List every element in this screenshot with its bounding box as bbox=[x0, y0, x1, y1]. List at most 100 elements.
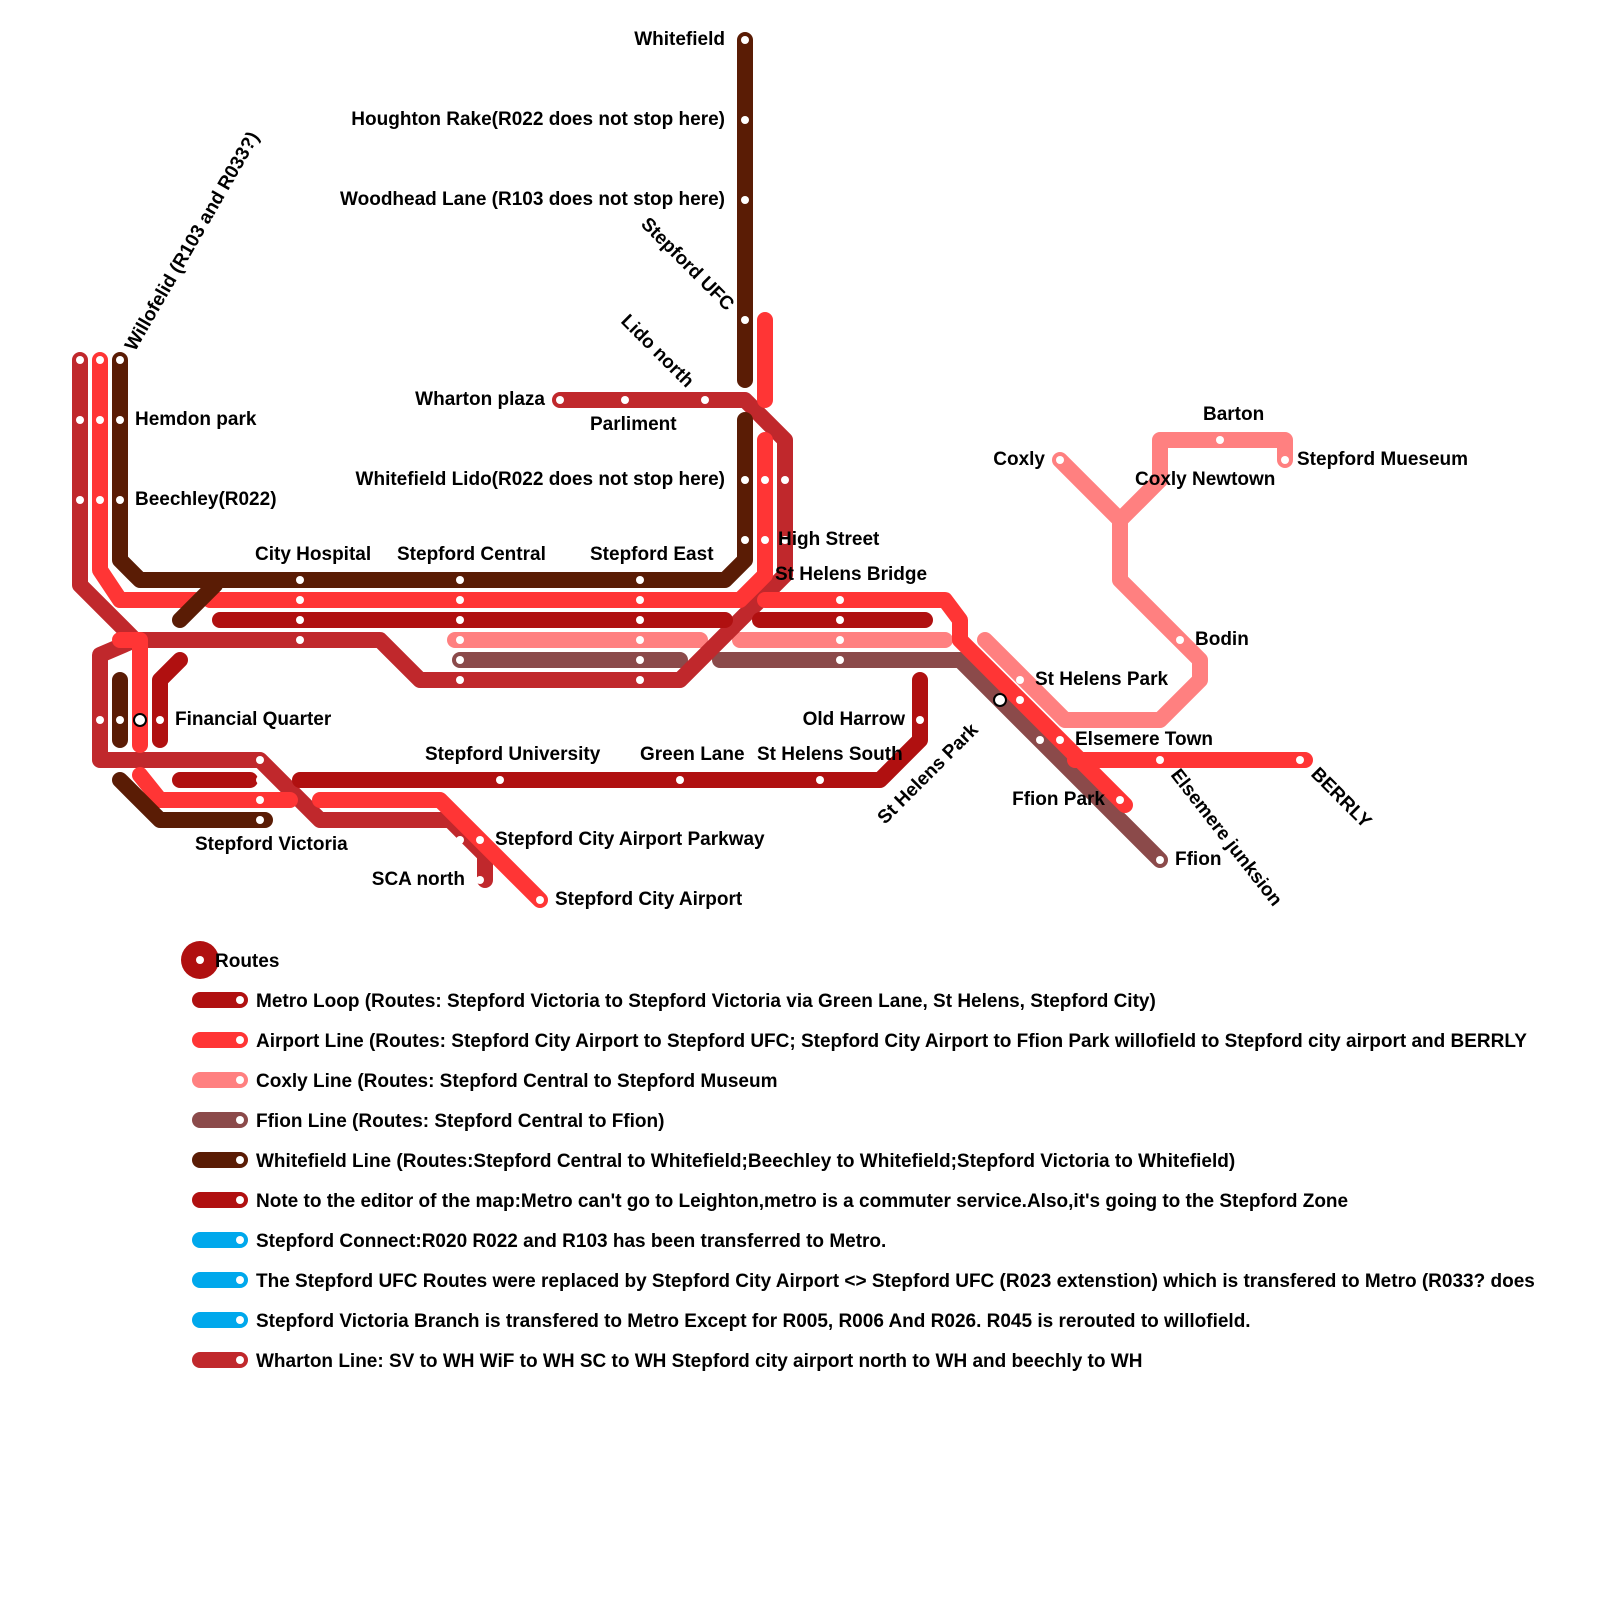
stop-st-helens-bridge[interactable] bbox=[836, 596, 844, 604]
label-stepford-ufc: Stepford UFC bbox=[636, 214, 738, 316]
stop-stepford-victoria-2[interactable] bbox=[256, 776, 264, 784]
stop-willofelid[interactable] bbox=[76, 356, 84, 364]
stop-beechley-3[interactable] bbox=[116, 496, 124, 504]
label-parliment: Parliment bbox=[590, 414, 677, 435]
stop-stepford-museum[interactable] bbox=[1281, 456, 1289, 464]
stop-stepford-ufc[interactable] bbox=[741, 316, 749, 324]
stop-high-street-2[interactable] bbox=[761, 536, 769, 544]
label-high-street: High Street bbox=[778, 529, 880, 550]
airport-line bbox=[92, 312, 773, 608]
stop-wharton-plaza[interactable] bbox=[556, 396, 564, 404]
label-willofelid: Willofelid (R103 and R033?) bbox=[121, 128, 264, 354]
stop-whitefield-lido[interactable] bbox=[741, 476, 749, 484]
stop-elsemere-junksion[interactable] bbox=[1156, 756, 1164, 764]
stop-beechley[interactable] bbox=[76, 496, 84, 504]
stop-parliment[interactable] bbox=[621, 396, 629, 404]
legend-label: Coxly Line (Routes: Stepford Central to … bbox=[256, 1071, 777, 1092]
stop-st-helens-park-interchange[interactable] bbox=[993, 693, 1007, 707]
label-whitefield: Whitefield bbox=[634, 29, 725, 50]
stop-city-hospital-2[interactable] bbox=[296, 596, 304, 604]
stop-willofelid-2[interactable] bbox=[96, 356, 104, 364]
stop-beechley-2[interactable] bbox=[96, 496, 104, 504]
label-bodin: Bodin bbox=[1195, 629, 1249, 650]
label-woodhead-lane: Woodhead Lane (R103 does not stop here) bbox=[340, 189, 725, 210]
stop-financial-quarter-interchange[interactable] bbox=[133, 713, 147, 727]
label-ffion: Ffion bbox=[1175, 849, 1221, 870]
stop-elsemere-town[interactable] bbox=[1056, 736, 1064, 744]
legend-swatch-dot bbox=[236, 1116, 244, 1124]
stop-stepford-city-airport-parkway-2[interactable] bbox=[476, 836, 484, 844]
stop-stepford-city-airport[interactable] bbox=[536, 896, 544, 904]
stop-stepford-central-2[interactable] bbox=[456, 596, 464, 604]
legend-swatch-dot bbox=[236, 1076, 244, 1084]
label-hemdon-park: Hemdon park bbox=[135, 409, 257, 430]
stop-berrly[interactable] bbox=[1296, 756, 1304, 764]
whitefield-line-spur bbox=[172, 577, 223, 628]
legend-row: Whitefield Line (Routes:Stepford Central… bbox=[192, 1151, 1235, 1172]
stop-ffion-park[interactable] bbox=[1116, 796, 1124, 804]
stop-stepford-central-3[interactable] bbox=[456, 616, 464, 624]
label-green-lane: Green Lane bbox=[640, 744, 745, 765]
legend-swatch-dot bbox=[236, 1316, 244, 1324]
label-beechley: Beechley(R022) bbox=[135, 489, 277, 510]
stop-st-helens-bridge-2[interactable] bbox=[836, 616, 844, 624]
stop-stepford-victoria-3[interactable] bbox=[256, 796, 264, 804]
stop-st-helens-bridge-4[interactable] bbox=[836, 656, 844, 664]
stop-whitefield-lido-2[interactable] bbox=[761, 476, 769, 484]
stop-st-helens-south[interactable] bbox=[816, 776, 824, 784]
stop-ffion[interactable] bbox=[1156, 856, 1164, 864]
legend-swatch-dot bbox=[236, 996, 244, 1004]
stop-houghton-rake[interactable] bbox=[741, 116, 749, 124]
stop-stepford-central-6[interactable] bbox=[456, 676, 464, 684]
stop-woodhead-lane[interactable] bbox=[741, 196, 749, 204]
stop-stepford-victoria[interactable] bbox=[256, 816, 264, 824]
stop-willofelid-3[interactable] bbox=[116, 356, 124, 364]
stop-financial-quarter-3[interactable] bbox=[156, 716, 164, 724]
stop-barton[interactable] bbox=[1216, 436, 1224, 444]
stop-hemdon-park-3[interactable] bbox=[116, 416, 124, 424]
stop-stepford-east-4[interactable] bbox=[636, 636, 644, 644]
stop-stepford-central-5[interactable] bbox=[456, 656, 464, 664]
stop-stepford-east[interactable] bbox=[636, 576, 644, 584]
stop-stepford-university[interactable] bbox=[496, 776, 504, 784]
stop-stepford-east-3[interactable] bbox=[636, 616, 644, 624]
stop-lido-north[interactable] bbox=[701, 396, 709, 404]
stop-city-hospital[interactable] bbox=[296, 576, 304, 584]
stop-stepford-east-6[interactable] bbox=[636, 676, 644, 684]
label-lido-north: Lido north bbox=[616, 311, 697, 392]
stop-hemdon-park-2[interactable] bbox=[96, 416, 104, 424]
stop-coxly[interactable] bbox=[1056, 456, 1064, 464]
stop-whitefield-lido-3[interactable] bbox=[781, 476, 789, 484]
stop-coxly-newtown[interactable] bbox=[1116, 476, 1124, 484]
stop-financial-quarter[interactable] bbox=[96, 716, 104, 724]
whitefield-line-southwest bbox=[112, 672, 273, 828]
stop-hemdon-park[interactable] bbox=[76, 416, 84, 424]
stop-stepford-central[interactable] bbox=[456, 576, 464, 584]
stop-sca-north[interactable] bbox=[476, 876, 484, 884]
legend-swatch-dot bbox=[236, 1036, 244, 1044]
stop-st-helens-park-2[interactable] bbox=[1016, 696, 1024, 704]
legend-title: Routes bbox=[215, 951, 279, 972]
legend-swatch-dot bbox=[236, 1236, 244, 1244]
legend-swatch-dot bbox=[236, 1276, 244, 1284]
stop-bodin[interactable] bbox=[1176, 636, 1184, 644]
stop-green-lane[interactable] bbox=[676, 776, 684, 784]
stop-st-helens-park[interactable] bbox=[1016, 676, 1024, 684]
stop-old-harrow[interactable] bbox=[916, 716, 924, 724]
legend-label: The Stepford UFC Routes were replaced by… bbox=[256, 1271, 1535, 1292]
stop-financial-quarter-2[interactable] bbox=[116, 716, 124, 724]
stop-stepford-victoria-1[interactable] bbox=[256, 756, 264, 764]
stop-high-street[interactable] bbox=[741, 536, 749, 544]
stop-city-hospital-4[interactable] bbox=[296, 636, 304, 644]
stop-high-street-3[interactable] bbox=[781, 536, 789, 544]
stop-stepford-east-2[interactable] bbox=[636, 596, 644, 604]
stop-stepford-central-4[interactable] bbox=[456, 636, 464, 644]
stop-city-hospital-3[interactable] bbox=[296, 616, 304, 624]
stop-whitefield[interactable] bbox=[741, 36, 749, 44]
stop-elsemere-town-1[interactable] bbox=[1036, 736, 1044, 744]
label-barton: Barton bbox=[1203, 404, 1264, 425]
stop-stepford-city-airport-parkway[interactable] bbox=[456, 836, 464, 844]
label-stepford-university: Stepford University bbox=[425, 744, 601, 765]
stop-st-helens-bridge-3[interactable] bbox=[836, 636, 844, 644]
stop-stepford-east-5[interactable] bbox=[636, 656, 644, 664]
